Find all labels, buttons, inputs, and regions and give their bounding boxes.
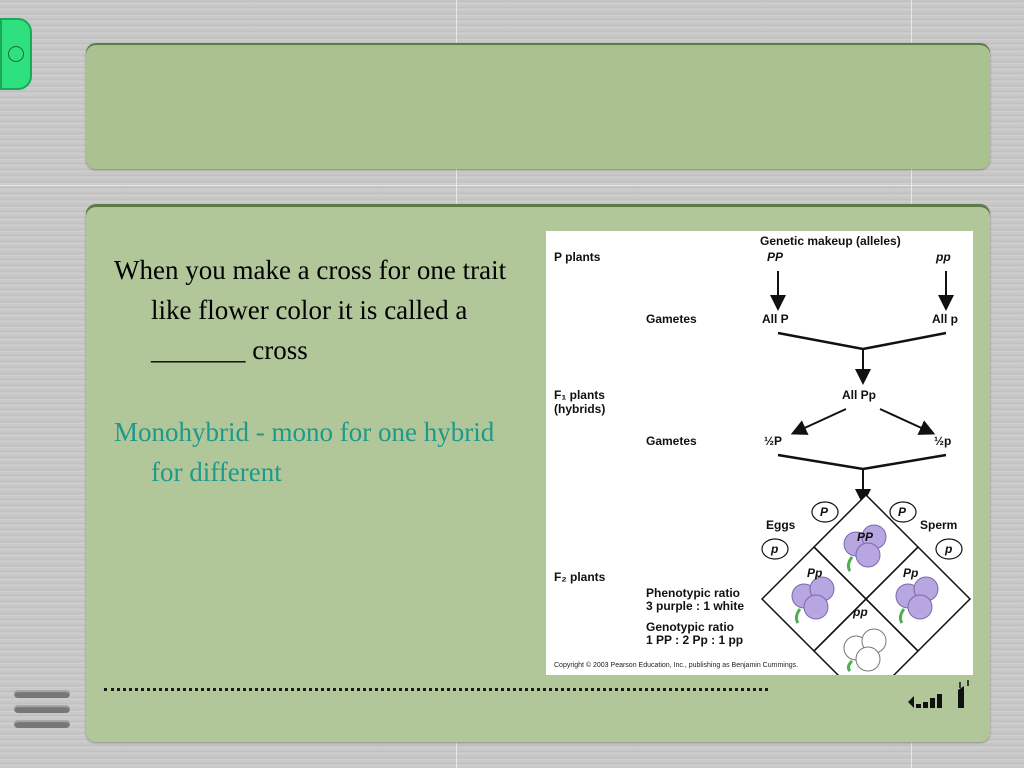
merge-line-1 xyxy=(777,331,947,351)
audio-icon[interactable] xyxy=(906,678,976,712)
cell-Pp-right-label: Pp xyxy=(903,566,918,580)
sperm-bottom-label: p xyxy=(944,542,952,556)
body-text: When you make a cross for one trait like… xyxy=(114,250,524,492)
merge-line-2 xyxy=(777,453,947,471)
pp-right-label: pp xyxy=(935,250,951,264)
f2-plants-label: F₂ plants xyxy=(554,570,606,584)
genotypic-ratio-label: Genotypic ratio xyxy=(646,620,734,634)
flower-PP xyxy=(843,524,887,572)
dotted-divider xyxy=(104,688,768,691)
punnett-square-figure: Genetic makeup (alleles) P plants PP pp … xyxy=(546,231,973,675)
egg-bottom-label: p xyxy=(770,542,778,556)
gametes-label-2: Gametes xyxy=(646,434,697,448)
all-Pp-label: All Pp xyxy=(842,388,876,402)
egg-circle-bottom xyxy=(761,538,789,560)
egg-circle-top xyxy=(811,501,839,523)
nav-tab-button[interactable] xyxy=(0,18,32,90)
all-P-label: All P xyxy=(762,312,789,326)
egg-top-label: P xyxy=(820,505,829,519)
gametes-label-1: Gametes xyxy=(646,312,697,326)
flower-pp xyxy=(843,628,887,673)
sperm-circle-top xyxy=(889,501,917,523)
f1-plants-label: F₁ plants xyxy=(554,388,605,402)
circle-icon xyxy=(8,46,24,62)
flower-Pp-right xyxy=(895,576,939,624)
sperm-label: Sperm xyxy=(920,518,957,532)
copyright-text: Copyright © 2003 Pearson Education, Inc.… xyxy=(554,661,798,669)
cell-Pp-left-label: Pp xyxy=(807,566,822,580)
pp-left-label: PP xyxy=(767,250,784,264)
phenotypic-ratio-label: Phenotypic ratio xyxy=(646,586,740,600)
p-plants-label: P plants xyxy=(554,250,601,264)
half-P-label: ½P xyxy=(764,434,782,448)
cell-pp-label: pp xyxy=(852,605,868,619)
arrow-split-left xyxy=(790,408,847,435)
genetic-makeup-header: Genetic makeup (alleles) xyxy=(760,234,901,248)
background-grid-line xyxy=(0,185,1024,186)
half-p-label: ½p xyxy=(934,434,951,448)
flower-Pp-left xyxy=(791,576,835,624)
phenotypic-ratio-value: 3 purple : 1 white xyxy=(646,599,744,613)
hybrids-label: (hybrids) xyxy=(554,402,605,416)
question-paragraph: When you make a cross for one trait like… xyxy=(114,255,507,365)
answer-paragraph: Monohybrid - mono for one hybrid for dif… xyxy=(114,417,495,487)
eggs-label: Eggs xyxy=(766,518,796,532)
cell-PP-label: PP xyxy=(857,530,874,544)
sperm-circle-bottom xyxy=(935,538,963,560)
arrow-split-right xyxy=(879,408,936,435)
sperm-top-label: P xyxy=(898,505,907,519)
all-p-label: All p xyxy=(932,312,958,326)
genotypic-ratio-value: 1 PP : 2 Pp : 1 pp xyxy=(646,633,743,647)
menu-icon[interactable] xyxy=(14,690,70,734)
title-panel xyxy=(86,43,990,169)
